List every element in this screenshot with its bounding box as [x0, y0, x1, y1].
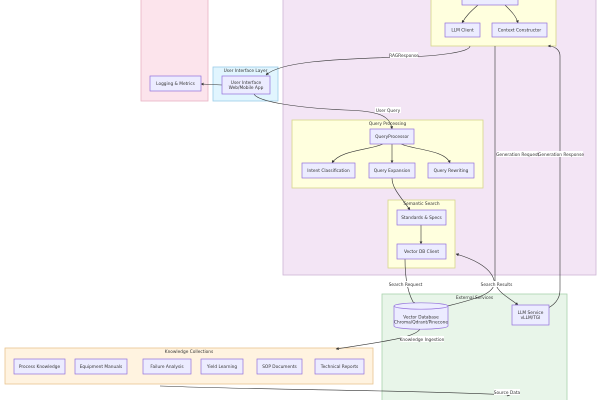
user-interface-label-2: Web/Mobile App: [229, 85, 264, 91]
edge-ui-logging: [200, 82, 223, 86]
equipment-manuals-label-1: Equipment Manuals: [80, 364, 123, 370]
edge-label-user-query: User Query: [375, 107, 401, 114]
edge-knowledge-ingestion: [335, 328, 421, 351]
vector-db-client-node[interactable]: Vector DB Client: [396, 243, 447, 260]
query-rewriting-label-1: Query Rewriting: [434, 168, 469, 174]
edge-label-source-data: Source Data: [494, 389, 521, 396]
technical-reports-node[interactable]: Technical Reports: [314, 358, 365, 375]
llm-service-label-2: vLLM/TGI: [521, 315, 541, 321]
process-knowledge-label-1: Process Knowledge: [19, 364, 61, 370]
query-processing-label: Query Processing: [369, 121, 407, 127]
query-expansion-node[interactable]: Query Expansion: [368, 162, 416, 179]
user-interface-label-1: User Interface: [231, 80, 262, 86]
edge-search-results: [439, 253, 495, 309]
sop-documents-label-1: SOP Documents: [262, 364, 297, 370]
intent-classification-label-1: Intent Classification: [307, 168, 350, 174]
logging-metrics-label-1: Logging & Metrics: [156, 81, 195, 87]
svg-text:User Query: User Query: [376, 108, 401, 114]
edge-expansion-search: [391, 177, 411, 211]
yield-learning-node[interactable]: Yield Learning: [200, 358, 244, 375]
edge-label-knowledge-ingestion: Knowledge Ingestion: [400, 336, 445, 343]
edge-source-data: [159, 385, 511, 397]
context-constructor-node[interactable]: Context Constructor: [491, 22, 548, 38]
edge-generation-request: [494, 46, 519, 306]
llm-client-label-1: LLM Client: [451, 28, 474, 34]
llm-service-label-1: LLM Service: [518, 310, 544, 316]
external-services-label: External Services: [456, 295, 494, 301]
query-processor-node[interactable]: QueryProcessor: [369, 128, 415, 145]
edge-user-query: [253, 93, 394, 130]
sop-documents-node[interactable]: SOP Documents: [256, 358, 303, 375]
edge-label-search-results: Search Results: [481, 281, 513, 288]
ui-layer-label: User Interface Layer: [224, 68, 268, 74]
svg-text:Generation Response: Generation Response: [538, 152, 584, 158]
svg-text:Search Results: Search Results: [481, 282, 513, 288]
query-processor-label-1: QueryProcessor: [375, 134, 409, 140]
knowledge-collections-label: Knowledge Collections: [165, 349, 214, 355]
vector-database-label-2: Chroma/Qdrant/Pinecone: [394, 320, 448, 326]
edge-qp-rewriting: [400, 143, 451, 164]
edge-label-generation-request: Generation Request: [496, 151, 539, 158]
edge-label-rag-response: RAGResponse: [389, 52, 419, 59]
edge-qp-intent: [331, 143, 384, 164]
edge-orchestrator-llm-client: [461, 4, 479, 24]
query-rewriting-node[interactable]: Query Rewriting: [427, 162, 475, 179]
svg-text:Search Request: Search Request: [389, 282, 423, 288]
vector-database-label-1: Vector Database: [403, 315, 439, 321]
query-expansion-label-1: Query Expansion: [374, 168, 411, 174]
context-constructor-label-1: Context Constructor: [498, 28, 542, 34]
edge-label-generation-response: Generation Response: [538, 151, 584, 158]
svg-text:Generation Request: Generation Request: [496, 152, 539, 158]
failure-analysis-label-1: Failure Analysis: [150, 364, 184, 370]
vector-db-client-label-1: Vector DB Client: [404, 249, 439, 255]
edge-generation-response: [543, 44, 561, 311]
semantic-search-label: Semantic Search: [403, 201, 440, 207]
rag-orchestrator-node[interactable]: [461, 0, 519, 6]
svg-text:RAGResponse: RAGResponse: [389, 53, 419, 59]
technical-reports-label-1: Technical Reports: [320, 364, 359, 370]
failure-analysis-node[interactable]: Failure Analysis: [142, 358, 192, 375]
equipment-manuals-node[interactable]: Equipment Manuals: [74, 358, 128, 375]
standards-specs-label-1: Standards & Specs: [401, 215, 442, 221]
llm-client-node[interactable]: LLM Client: [444, 22, 481, 38]
edge-orchestrator-context: [504, 4, 519, 24]
edge-label-search-request: Search Request: [389, 281, 423, 288]
standards-specs-node[interactable]: Standards & Specs: [396, 209, 447, 226]
intent-classification-node[interactable]: Intent Classification: [301, 162, 356, 179]
svg-text:Source Data: Source Data: [494, 390, 521, 396]
yield-learning-label-1: Yield Learning: [206, 364, 238, 370]
logging-metrics-node[interactable]: Logging & Metrics: [149, 75, 202, 92]
process-knowledge-node[interactable]: Process Knowledge: [13, 358, 66, 375]
svg-text:Knowledge Ingestion: Knowledge Ingestion: [400, 337, 445, 343]
